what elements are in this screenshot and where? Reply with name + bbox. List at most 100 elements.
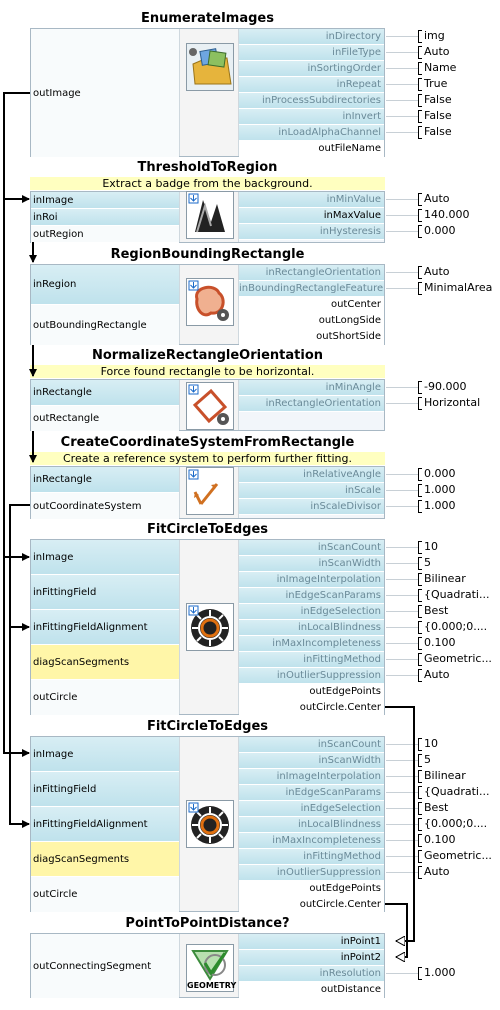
input-param[interactable]: inEdgeSelection: [239, 604, 384, 620]
input-port[interactable]: inImage: [31, 540, 179, 575]
param-value[interactable]: False: [424, 125, 452, 138]
param-value[interactable]: 10: [424, 737, 438, 750]
param-value[interactable]: img: [424, 29, 445, 42]
param-value[interactable]: Auto: [424, 45, 450, 58]
param-value[interactable]: Geometric...: [424, 849, 492, 862]
param-value[interactable]: MinimalArea: [424, 281, 493, 294]
input-param[interactable]: inOutlierSuppression: [239, 865, 384, 881]
block-title[interactable]: FitCircleToEdges: [146, 522, 269, 537]
input-param[interactable]: inMaxIncompleteness: [239, 833, 384, 849]
input-port[interactable]: inFittingFieldAlignment: [31, 807, 179, 842]
param-value[interactable]: Name: [424, 61, 457, 74]
param-value[interactable]: Auto: [424, 192, 450, 205]
param-value[interactable]: Auto: [424, 668, 450, 681]
param-value[interactable]: False: [424, 109, 452, 122]
input-param[interactable]: inSortingOrder: [239, 61, 384, 77]
block-title[interactable]: RegionBoundingRectangle: [110, 247, 305, 262]
input-param[interactable]: inEdgeScanParams: [239, 785, 384, 801]
param-value[interactable]: True: [424, 77, 448, 90]
param-value[interactable]: 0.100: [424, 833, 456, 846]
input-param[interactable]: inScanWidth: [239, 753, 384, 769]
param-value[interactable]: 140.000: [424, 208, 470, 221]
param-value[interactable]: 1.000: [424, 499, 456, 512]
input-param[interactable]: inOutlierSuppression: [239, 668, 384, 684]
block-title[interactable]: CreateCoordinateSystemFromRectangle: [60, 435, 355, 450]
input-param[interactable]: inMinAngle: [239, 380, 384, 396]
input-param[interactable]: inImageInterpolation: [239, 769, 384, 785]
input-param[interactable]: inRectangleOrientation: [239, 396, 384, 412]
input-param[interactable]: inMaxValue: [239, 208, 384, 224]
param-value[interactable]: Horizontal: [424, 396, 481, 409]
input-port[interactable]: inRectangle: [31, 380, 179, 406]
output-port[interactable]: outRegion: [31, 226, 179, 243]
diagnostic-port[interactable]: diagScanSegments: [31, 842, 179, 877]
output-port[interactable]: outImage: [31, 29, 179, 158]
param-value[interactable]: 5: [424, 556, 431, 569]
input-param[interactable]: inEdgeScanParams: [239, 588, 384, 604]
output-port[interactable]: outRectangle: [31, 406, 179, 432]
output-port[interactable]: outCircle: [31, 877, 179, 913]
output-port[interactable]: outCircle.Center: [239, 700, 384, 716]
input-param[interactable]: inFittingMethod: [239, 652, 384, 668]
input-param[interactable]: inScanCount: [239, 540, 384, 556]
block-title[interactable]: NormalizeRectangleOrientation: [91, 348, 324, 363]
output-port[interactable]: outLongSide: [239, 313, 384, 329]
diagnostic-port[interactable]: diagScanSegments: [31, 645, 179, 680]
input-port[interactable]: inRectangle: [31, 467, 179, 493]
param-value[interactable]: Best: [424, 801, 449, 814]
param-value[interactable]: 10: [424, 540, 438, 553]
output-port[interactable]: outCircle.Center: [239, 897, 384, 913]
output-port[interactable]: outEdgePoints: [239, 684, 384, 700]
output-port[interactable]: outCircle: [31, 680, 179, 716]
output-port[interactable]: outDistance: [239, 982, 384, 998]
input-param[interactable]: inRectangleOrientation: [239, 265, 384, 281]
param-value[interactable]: {Quadrati...: [424, 588, 490, 601]
input-param[interactable]: inDirectory: [239, 29, 384, 45]
input-param[interactable]: inFittingMethod: [239, 849, 384, 865]
input-port[interactable]: inFittingField: [31, 772, 179, 807]
output-port[interactable]: outCoordinateSystem: [31, 493, 179, 520]
block-title[interactable]: ThresholdToRegion: [137, 160, 278, 175]
input-port[interactable]: inRegion: [31, 265, 179, 305]
param-value[interactable]: False: [424, 93, 452, 106]
param-value[interactable]: Geometric...: [424, 652, 492, 665]
param-value[interactable]: 5: [424, 753, 431, 766]
output-port[interactable]: outEdgePoints: [239, 881, 384, 897]
input-param[interactable]: inLocalBlindness: [239, 620, 384, 636]
block-title[interactable]: EnumerateImages: [141, 11, 274, 26]
input-param[interactable]: inEdgeSelection: [239, 801, 384, 817]
output-port[interactable]: outFileName: [239, 141, 384, 157]
param-value[interactable]: Best: [424, 604, 449, 617]
input-param[interactable]: inScanCount: [239, 737, 384, 753]
input-param[interactable]: inScaleDivisor: [239, 499, 384, 515]
input-param[interactable]: inMinValue: [239, 192, 384, 208]
input-port[interactable]: inFittingField: [31, 575, 179, 610]
param-value[interactable]: -90.000: [424, 380, 467, 393]
input-param[interactable]: inPoint1: [239, 934, 384, 950]
input-param[interactable]: inInvert: [239, 109, 384, 125]
input-port[interactable]: inFittingFieldAlignment: [31, 610, 179, 645]
input-param[interactable]: inLoadAlphaChannel: [239, 125, 384, 141]
input-param[interactable]: inScale: [239, 483, 384, 499]
output-port[interactable]: outShortSide: [239, 329, 384, 345]
param-value[interactable]: {0.000;0....: [424, 817, 488, 830]
input-param[interactable]: inRepeat: [239, 77, 384, 93]
param-value[interactable]: 0.000: [424, 224, 456, 237]
input-param[interactable]: inFileType: [239, 45, 384, 61]
param-value[interactable]: 0.100: [424, 636, 456, 649]
param-value[interactable]: 1.000: [424, 483, 456, 496]
input-param[interactable]: inLocalBlindness: [239, 817, 384, 833]
input-port[interactable]: inRoi: [31, 209, 179, 226]
output-port[interactable]: outBoundingRectangle: [31, 305, 179, 346]
output-port[interactable]: outConnectingSegment: [31, 934, 179, 999]
output-port[interactable]: outCenter: [239, 297, 384, 313]
input-param[interactable]: inScanWidth: [239, 556, 384, 572]
